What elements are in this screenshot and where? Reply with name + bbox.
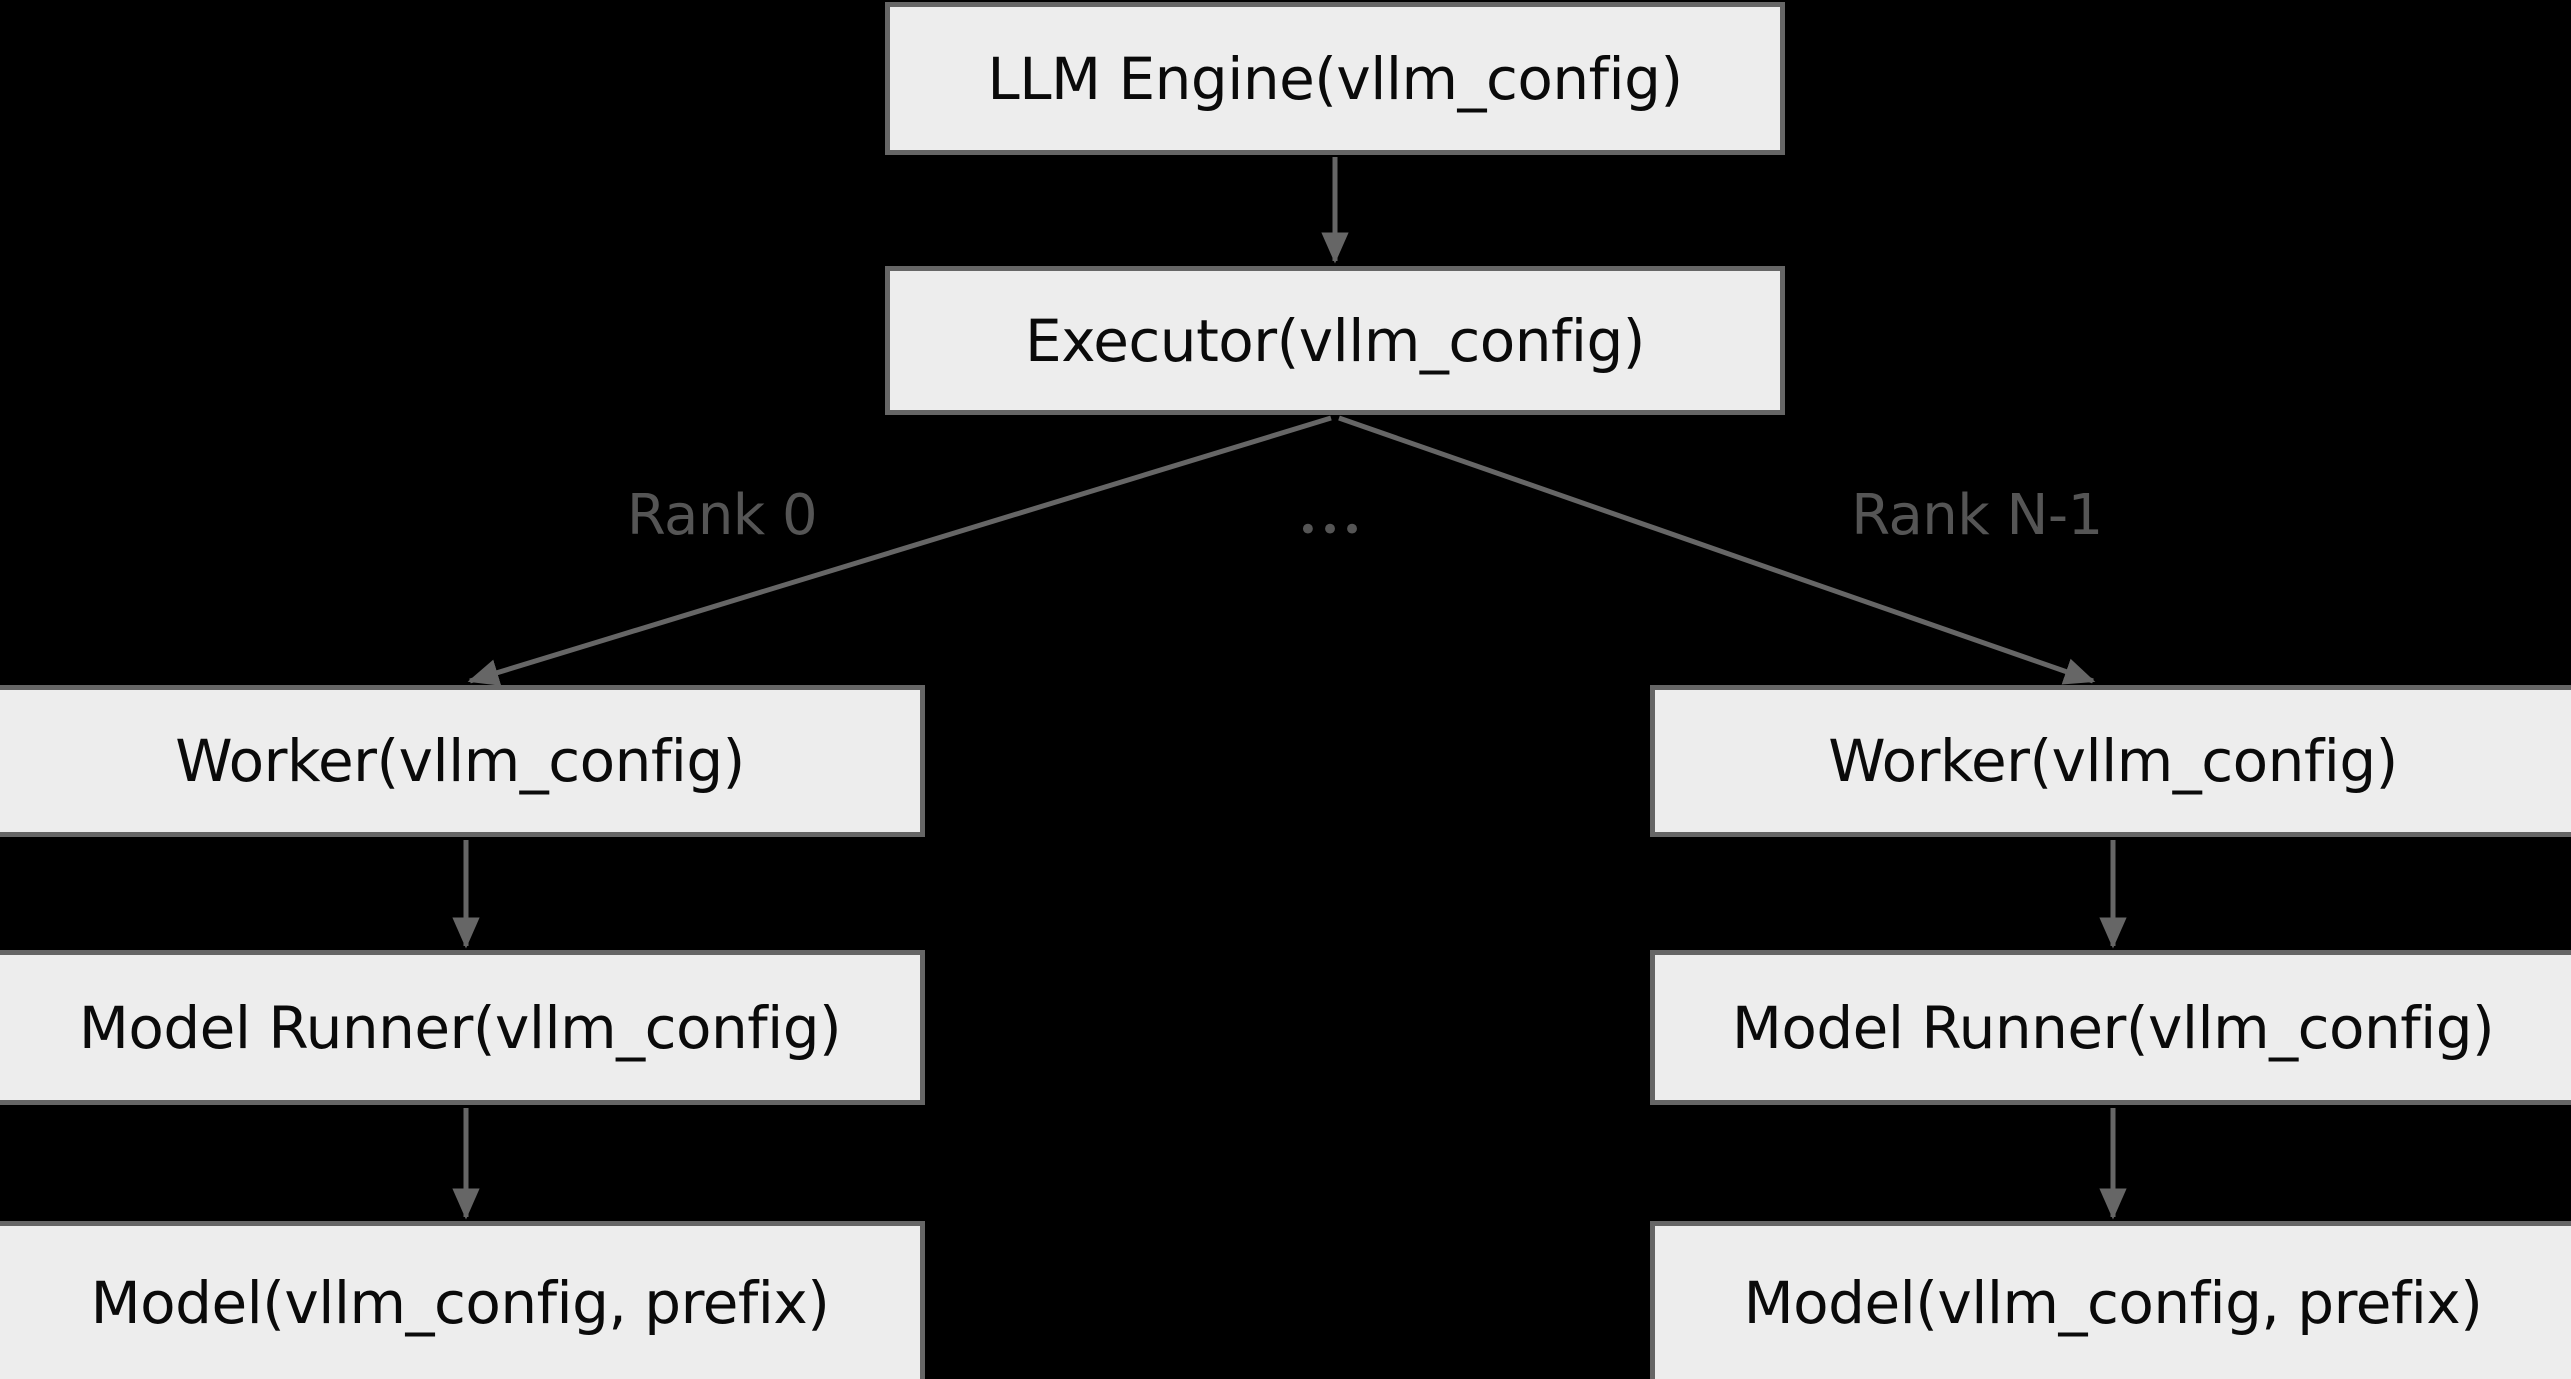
node-model-runner-rank-0[interactable]: Model Runner(vllm_config) [0, 950, 925, 1105]
node-executor[interactable]: Executor(vllm_config) [885, 266, 1785, 415]
node-model-runner-rank-n[interactable]: Model Runner(vllm_config) [1650, 950, 2571, 1105]
edge-label-ellipsis: ••• [1297, 510, 1365, 550]
node-model-rank-0[interactable]: Model(vllm_config, prefix) [0, 1221, 925, 1379]
node-model-runner-rank-0-label: Model Runner(vllm_config) [78, 993, 842, 1062]
node-llm-engine[interactable]: LLM Engine(vllm_config) [885, 2, 1785, 155]
edge-executor-to-worker-0 [467, 415, 1332, 686]
node-worker-rank-n-label: Worker(vllm_config) [1828, 727, 2398, 795]
node-model-rank-0-label: Model(vllm_config, prefix) [90, 1268, 830, 1337]
node-worker-rank-0-label: Worker(vllm_config) [175, 727, 745, 795]
edge-label-rank-n: Rank N-1 [1851, 483, 2103, 548]
edge-executor-to-worker-n [1338, 415, 2096, 685]
node-model-rank-n[interactable]: Model(vllm_config, prefix) [1650, 1221, 2571, 1379]
node-worker-rank-0[interactable]: Worker(vllm_config) [0, 685, 925, 837]
node-executor-label: Executor(vllm_config) [1025, 306, 1645, 375]
edge-label-rank-0: Rank 0 [626, 483, 818, 548]
node-worker-rank-n[interactable]: Worker(vllm_config) [1650, 685, 2571, 837]
node-llm-engine-label: LLM Engine(vllm_config) [987, 44, 1683, 113]
node-model-rank-n-label: Model(vllm_config, prefix) [1743, 1268, 2483, 1337]
node-model-runner-rank-n-label: Model Runner(vllm_config) [1731, 993, 2495, 1062]
